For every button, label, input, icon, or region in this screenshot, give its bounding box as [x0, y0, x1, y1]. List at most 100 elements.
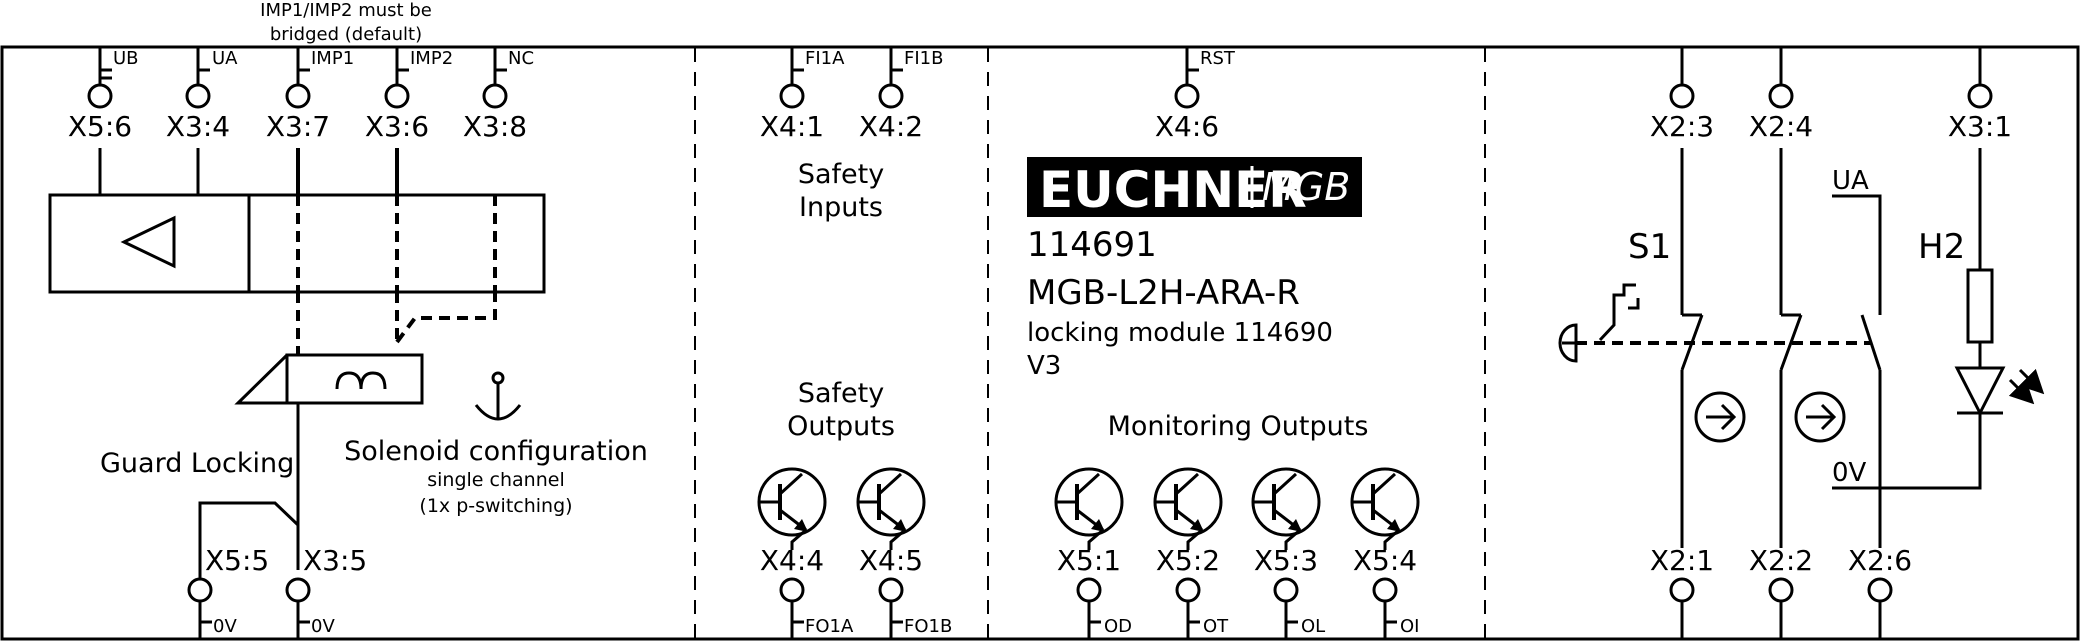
terminal-x4-5[interactable] [878, 577, 904, 603]
terminal-label-x5-5: X5:5 [205, 544, 269, 577]
terminal-x3-7[interactable] [285, 83, 311, 109]
direction-arrow-icon [1694, 391, 1746, 443]
module-frame [0, 45, 2080, 641]
model-name: MGB-L2H-ARA-R [1027, 273, 1300, 313]
terminal-x5-3[interactable] [1273, 577, 1299, 603]
terminal-x2-3[interactable] [1669, 83, 1695, 109]
signal-label-od: OD [1104, 616, 1132, 637]
transistor-icon [1054, 467, 1124, 550]
terminal-x4-2[interactable] [878, 83, 904, 109]
signal-label-fo1a: FO1A [805, 616, 854, 637]
note-line-2: bridged (default) [270, 24, 422, 45]
terminal-group-switch-bottom: X2:1 X2:2 X2:6 [1650, 544, 1912, 638]
signal-label-rst: RST [1200, 48, 1236, 69]
safety-switch-s1: S1 UA [1558, 148, 1882, 548]
switch-label-ua: UA [1832, 166, 1869, 196]
terminal-x2-1[interactable] [1669, 577, 1695, 603]
amplifier-symbol [120, 215, 176, 269]
solenoid-line-2: (1x p-switching) [419, 495, 572, 517]
svg-text:MGB: MGB [1262, 165, 1350, 209]
terminal-x5-2[interactable] [1175, 577, 1201, 603]
led-label-0v: 0V [1832, 458, 1867, 488]
euchner-logo: EUCHNER MGB [1027, 157, 1362, 219]
solenoid-wiring [198, 292, 497, 570]
terminal-label-x3-7: X3:7 [266, 110, 330, 143]
terminal-label-x3-4: X3:4 [166, 110, 230, 143]
signal-label-ot: OT [1203, 616, 1229, 637]
transistor-group [757, 467, 1420, 550]
terminal-label-x5-1: X5:1 [1057, 544, 1121, 577]
terminal-x2-2[interactable] [1768, 577, 1794, 603]
direction-arrow-icon [1794, 391, 1846, 443]
terminal-label-x4-4: X4:4 [760, 544, 824, 577]
transistor-icon [856, 467, 926, 550]
signal-label-nc: NC [508, 48, 534, 69]
terminal-label-x5-2: X5:2 [1156, 544, 1220, 577]
svg-text:EUCHNER: EUCHNER [1039, 161, 1307, 219]
terminal-x4-1[interactable] [779, 83, 805, 109]
note-line-1: IMP1/IMP2 must be [260, 0, 432, 21]
signal-label-0v-a: 0V [213, 616, 237, 637]
terminal-group-reset: RST X4:6 [1155, 48, 1236, 143]
module-description: locking module 114690 [1027, 318, 1333, 348]
terminal-label-x4-2: X4:2 [859, 110, 923, 143]
solenoid-line-1: single channel [427, 469, 564, 491]
terminal-x5-4[interactable] [1372, 577, 1398, 603]
terminal-label-x2-2: X2:2 [1749, 544, 1813, 577]
terminal-x5-5[interactable] [187, 577, 213, 603]
anchor-icon [474, 371, 522, 421]
solenoid-title: Solenoid configuration [344, 436, 648, 467]
safety-outputs-title-2: Outputs [787, 411, 895, 442]
terminal-label-x3-5: X3:5 [303, 544, 367, 577]
transistor-icon [1251, 467, 1321, 550]
terminal-label-x2-3: X2:3 [1650, 110, 1714, 143]
terminal-x3-6[interactable] [384, 83, 410, 109]
signal-label-ol: OL [1301, 616, 1325, 637]
version-label: V3 [1027, 351, 1061, 381]
terminal-x2-6[interactable] [1867, 577, 1893, 603]
control-unit [48, 193, 546, 294]
terminal-x2-4[interactable] [1768, 83, 1794, 109]
safety-inputs-title-1: Safety [798, 159, 884, 190]
transistor-icon [757, 467, 827, 550]
terminal-x4-4[interactable] [779, 577, 805, 603]
terminal-label-x4-1: X4:1 [760, 110, 824, 143]
terminal-label-x2-1: X2:1 [1650, 544, 1714, 577]
terminal-label-x4-6: X4:6 [1155, 110, 1219, 143]
terminal-group-guard-locking: X5:5 0V X3:5 0V [187, 544, 367, 638]
monitoring-outputs-title: Monitoring Outputs [1108, 411, 1369, 442]
resistor-symbol [1966, 268, 1994, 344]
terminal-label-x5-6: X5:6 [68, 110, 132, 143]
switch-label-s1: S1 [1628, 227, 1671, 267]
signal-label-oi: OI [1400, 616, 1419, 637]
led-icon [1954, 366, 2006, 417]
terminal-group-safety-outputs: X4:4 FO1A X4:5 FO1B [760, 544, 952, 638]
transistor-icon [1350, 467, 1420, 550]
safety-inputs-title-2: Inputs [799, 192, 883, 223]
terminal-x3-5[interactable] [285, 577, 311, 603]
terminal-label-x4-5: X4:5 [859, 544, 923, 577]
terminal-x4-6[interactable] [1174, 83, 1200, 109]
terminal-label-x2-6: X2:6 [1848, 544, 1912, 577]
terminal-label-x3-6: X3:6 [365, 110, 429, 143]
terminal-x3-4[interactable] [185, 83, 211, 109]
coil-icon [335, 371, 387, 390]
terminal-x5-1[interactable] [1076, 577, 1102, 603]
terminal-x3-8[interactable] [482, 83, 508, 109]
transistor-icon [1153, 467, 1223, 550]
led-label-h2: H2 [1918, 227, 1965, 267]
terminal-x3-1[interactable] [1967, 83, 1993, 109]
safety-outputs-title-1: Safety [798, 378, 884, 409]
terminal-group-safety-inputs: FI1A X4:1 FI1B X4:2 [760, 48, 943, 143]
signal-label-imp2: IMP2 [410, 48, 453, 69]
solenoid-coil [285, 353, 424, 405]
terminal-group-monitoring-outputs: X5:1 OD X5:2 OT X5:3 OL X5:4 OI [1057, 544, 1419, 638]
signal-label-ua: UA [212, 48, 238, 69]
terminal-group-power: UB X5:6 UA X3:4 IMP1 X3:7 IMP2 X3:6 NC X… [68, 48, 534, 195]
signal-label-fi1b: FI1B [904, 48, 943, 69]
indicator-led-h2: H2 0V [1832, 148, 2045, 490]
terminal-x5-6[interactable] [87, 83, 113, 109]
signal-label-ub: UB [113, 48, 139, 69]
terminal-label-x3-8: X3:8 [463, 110, 527, 143]
